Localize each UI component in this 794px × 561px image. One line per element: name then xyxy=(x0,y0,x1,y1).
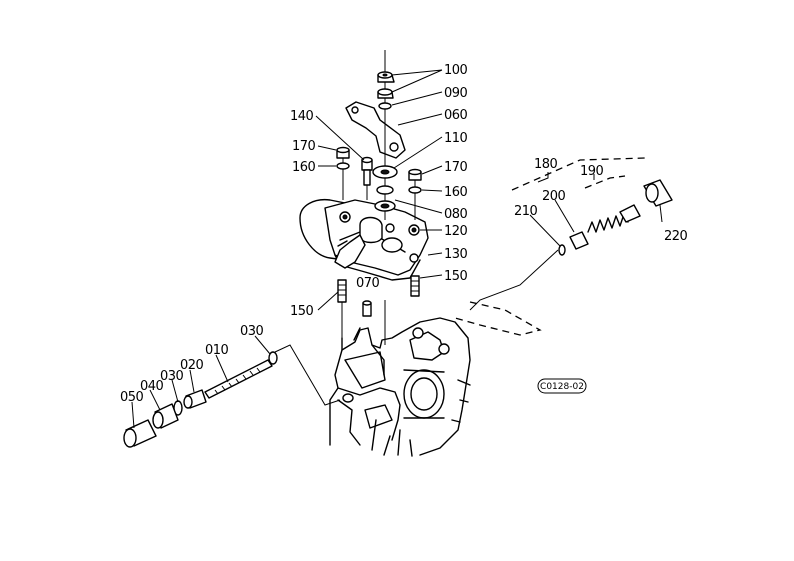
diagram-code-badge: C0128-02 xyxy=(537,378,587,394)
spring-190 xyxy=(587,204,641,233)
o-ring-210 xyxy=(558,244,566,256)
label-060: 060 xyxy=(444,108,468,123)
label-030-bottom: 030 xyxy=(160,369,184,384)
dashed-bracket-180 xyxy=(511,157,646,191)
label-130: 130 xyxy=(444,247,468,262)
label-080: 080 xyxy=(444,207,468,222)
diagram-code-text: C0128-02 xyxy=(540,382,584,392)
washer-160-right xyxy=(408,186,422,194)
label-170-right: 170 xyxy=(444,160,468,175)
engine-block xyxy=(329,317,471,457)
label-010: 010 xyxy=(205,343,229,358)
pin-070 xyxy=(362,300,372,317)
plug-200 xyxy=(569,231,589,250)
label-090: 090 xyxy=(444,86,468,101)
label-150-left: 150 xyxy=(290,304,314,319)
governor-cover-assembly xyxy=(299,198,429,281)
label-190: 190 xyxy=(580,164,604,179)
label-030-top: 030 xyxy=(240,324,264,339)
plate-060 xyxy=(345,50,406,220)
washer-030-top xyxy=(268,351,278,365)
label-100: 100 xyxy=(444,63,468,78)
shaft-010 xyxy=(204,359,273,399)
cap-220 xyxy=(643,179,673,207)
leader-lines xyxy=(131,69,663,429)
leader-right-assembly xyxy=(469,249,559,311)
label-040: 040 xyxy=(140,379,164,394)
bolt-140 xyxy=(361,156,373,200)
label-150-right: 150 xyxy=(444,269,468,284)
leader-left-assembly xyxy=(274,344,341,406)
label-180: 180 xyxy=(534,157,558,172)
label-160-left: 160 xyxy=(292,160,316,175)
dashed-path-lower xyxy=(454,301,542,336)
label-050: 050 xyxy=(120,390,144,405)
nut-170-left xyxy=(336,146,350,200)
stud-150-left xyxy=(337,279,347,303)
washer-090 xyxy=(378,102,392,110)
nut-170-right xyxy=(408,168,422,220)
dashed-bracket-190 xyxy=(584,175,626,189)
label-220: 220 xyxy=(664,229,688,244)
stud-150-right xyxy=(410,275,420,297)
label-170-left: 170 xyxy=(292,139,316,154)
nut-100 xyxy=(377,71,395,99)
label-020: 020 xyxy=(180,358,204,373)
sleeve-040 xyxy=(152,403,179,429)
washer-160-left xyxy=(336,162,350,170)
seal-080 xyxy=(374,185,396,212)
label-110: 110 xyxy=(444,131,468,146)
label-200: 200 xyxy=(542,189,566,204)
label-210: 210 xyxy=(514,204,538,219)
label-140: 140 xyxy=(290,109,314,124)
washer-110 xyxy=(372,165,398,179)
bushing-020 xyxy=(183,389,207,409)
part-labels: 100 090 060 110 140 170 160 170 160 080 … xyxy=(120,63,688,405)
label-120: 120 xyxy=(444,224,468,239)
cap-050 xyxy=(123,419,157,448)
label-070: 070 xyxy=(356,276,380,291)
label-160-right: 160 xyxy=(444,185,468,200)
